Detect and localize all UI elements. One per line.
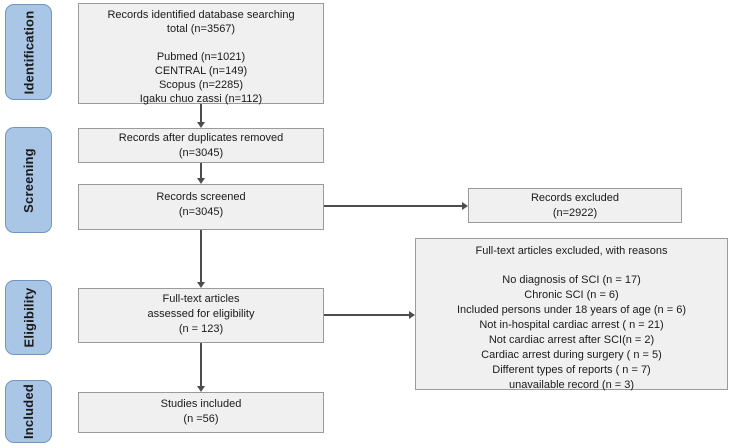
records-screened-count: (n=3045) — [178, 206, 224, 218]
records-identified-igaku: Igaku chuo zassi (n=112) — [139, 93, 263, 105]
studies-included-count: (n =56) — [183, 413, 219, 425]
stage-included: Included — [5, 380, 52, 443]
box-fulltext-assessed: Full-text articles assessed for eligibil… — [78, 288, 324, 343]
fulltext-excluded-reason: Included persons under 18 years of age (… — [456, 304, 686, 316]
records-identified-central: CENTRAL (n=149) — [154, 65, 248, 77]
records-identified-pubmed: Pubmed (n=1021) — [156, 51, 246, 63]
arrow-screened-to-excluded — [324, 202, 468, 210]
fulltext-excluded-reason: No diagnosis of SCI (n = 17) — [502, 274, 641, 286]
stage-eligibility: Eligibility — [5, 280, 52, 355]
box-fulltext-excluded: Full-text articles excluded, with reason… — [415, 238, 728, 391]
records-excluded-line: Records excluded — [530, 192, 620, 204]
stage-included-label: Included — [21, 383, 36, 440]
stage-identification: Identification — [5, 4, 52, 100]
records-excluded-count: (n=2922) — [552, 207, 598, 219]
records-identified-total: total (n=3567) — [166, 23, 236, 35]
fulltext-excluded-reason: Cardiac arrest during surgery ( n = 5) — [481, 349, 662, 361]
box-records-excluded: Records excluded (n=2922) — [468, 188, 682, 223]
box-duplicates-removed: Records after duplicates removed (n=3045… — [78, 128, 324, 163]
arrow-identified-to-duplicates — [197, 104, 205, 128]
records-screened-line: Records screened — [156, 191, 246, 203]
stage-eligibility-label: Eligibility — [21, 287, 37, 348]
fulltext-excluded-reason: Chronic SCI (n = 6) — [524, 289, 619, 301]
fulltext-assessed-line2: assessed for eligibility — [147, 308, 255, 320]
stage-screening-label: Screening — [21, 147, 36, 213]
stage-identification-label: Identification — [21, 10, 37, 94]
stage-screening: Screening — [5, 127, 52, 233]
duplicates-removed-line: Records after duplicates removed — [118, 132, 284, 144]
studies-included-line: Studies included — [160, 398, 242, 410]
arrow-fulltext-to-excluded — [324, 311, 415, 319]
records-identified-scopus: Scopus (n=2285) — [158, 79, 244, 91]
arrow-fulltext-to-included — [197, 343, 205, 392]
box-studies-included: Studies included (n =56) — [78, 392, 324, 433]
fulltext-excluded-reason: unavailable record (n = 3) — [508, 379, 635, 391]
fulltext-excluded-reason: Not in-hospital cardiac arrest ( n = 21) — [479, 319, 664, 331]
fulltext-excluded-reason: Different types of reports ( n = 7) — [492, 364, 651, 376]
fulltext-assessed-count: (n = 123) — [178, 323, 224, 335]
duplicates-removed-count: (n=3045) — [178, 147, 224, 159]
records-identified-line: Records identified database searching — [107, 9, 295, 21]
box-records-screened: Records screened (n=3045) — [78, 184, 324, 230]
fulltext-excluded-reason: Not cardiac arrest after SCI(n = 2) — [488, 334, 655, 346]
fulltext-excluded-title: Full-text articles excluded, with reason… — [475, 245, 668, 257]
box-records-identified: Records identified database searching to… — [78, 3, 324, 105]
arrow-screened-to-fulltext — [197, 230, 205, 288]
fulltext-assessed-line1: Full-text articles — [162, 293, 240, 305]
arrow-duplicates-to-screened — [197, 163, 205, 184]
